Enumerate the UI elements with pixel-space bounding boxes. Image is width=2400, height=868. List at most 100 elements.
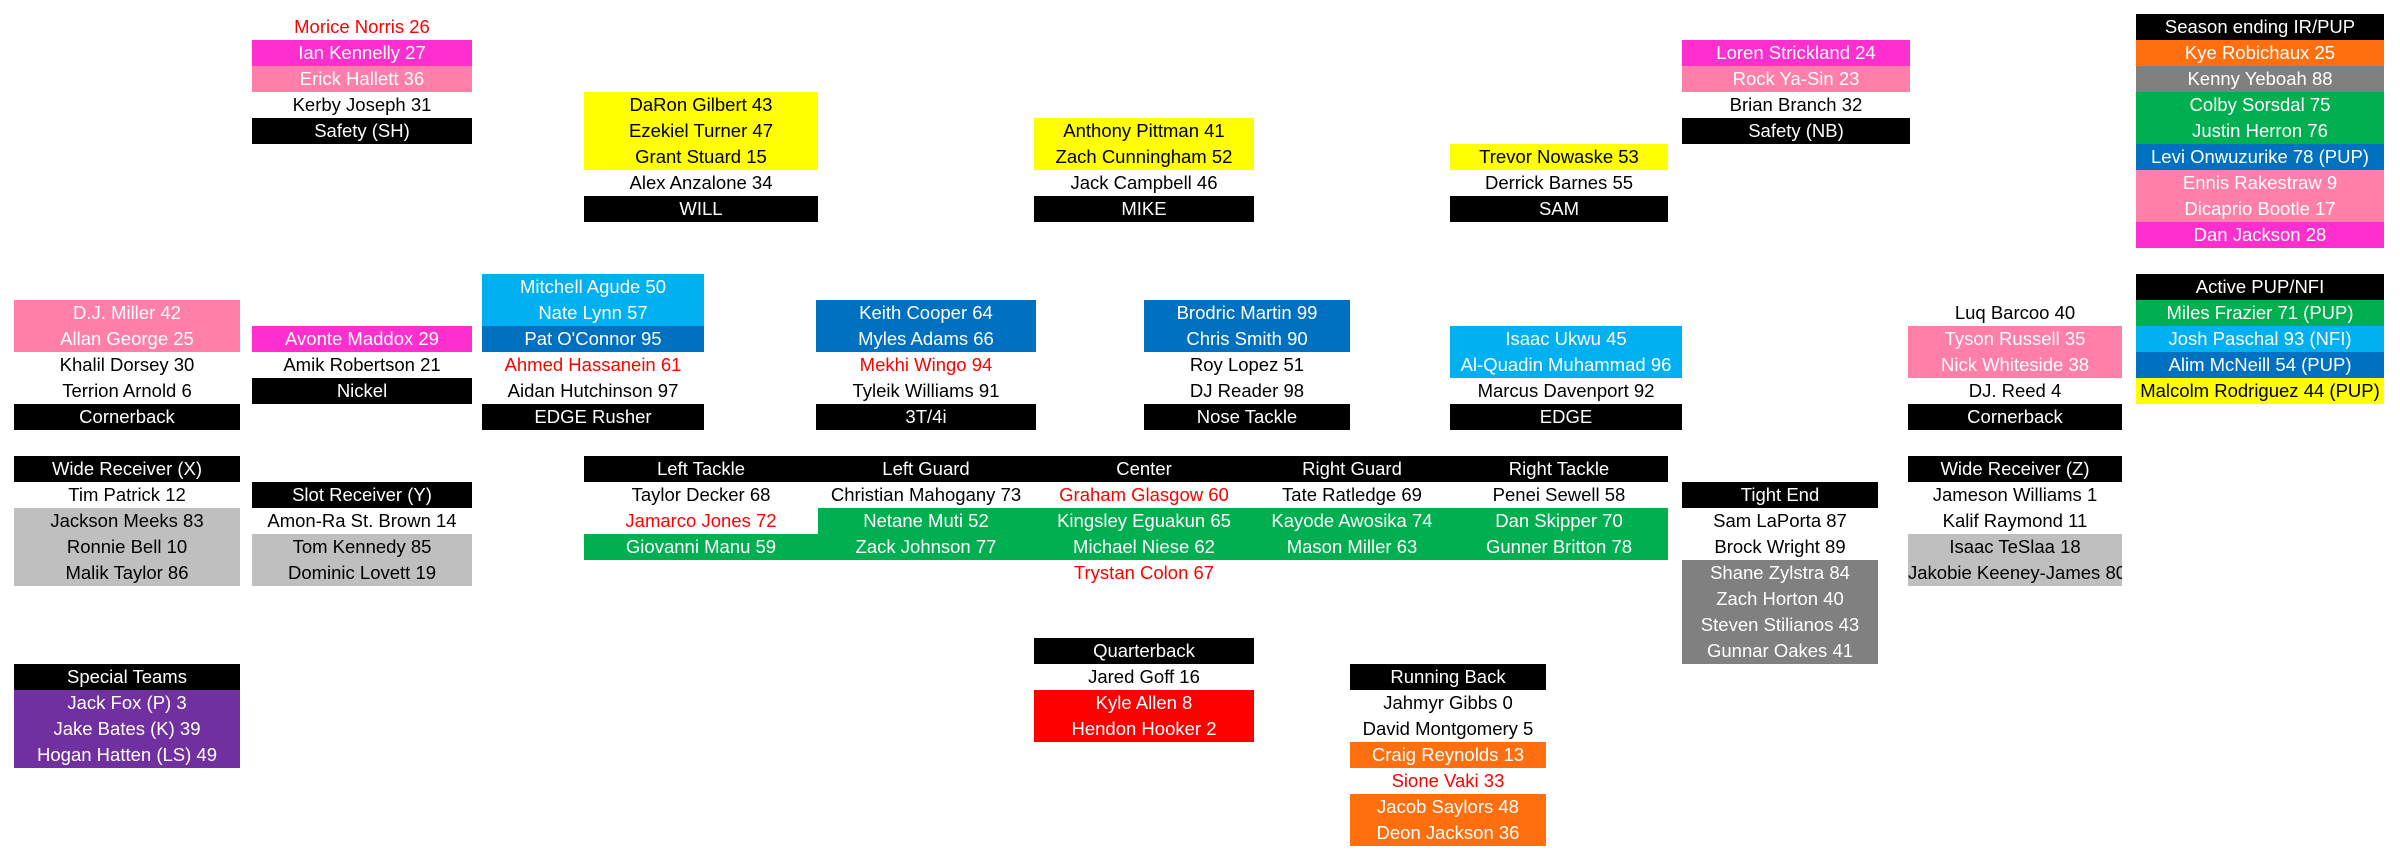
position-header: Cornerback: [14, 404, 240, 430]
player-cell: Ronnie Bell 10: [14, 534, 240, 560]
will-group: DaRon Gilbert 43 Ezekiel Turner 47 Grant…: [584, 92, 818, 222]
player-cell: Jamarco Jones 72: [584, 508, 818, 534]
player-cell: Avonte Maddox 29: [252, 326, 472, 352]
player-cell: Mekhi Wingo 94: [816, 352, 1036, 378]
left-guard-group: Left Guard Christian Mahogany 73 Netane …: [818, 456, 1034, 560]
sam-group: Trevor Nowaske 53 Derrick Barnes 55 SAM: [1450, 144, 1668, 222]
player-cell: Shane Zylstra 84: [1682, 560, 1878, 586]
player-cell: Jack Fox (P) 3: [14, 690, 240, 716]
player-cell: Jack Campbell 46: [1034, 170, 1254, 196]
position-header: Season ending IR/PUP: [2136, 14, 2384, 40]
player-cell: Mason Miller 63: [1254, 534, 1450, 560]
player-cell: Miles Frazier 71 (PUP): [2136, 300, 2384, 326]
player-cell: Alex Anzalone 34: [584, 170, 818, 196]
player-cell: Jake Bates (K) 39: [14, 716, 240, 742]
position-header: Safety (NB): [1682, 118, 1910, 144]
wr-z-group: Wide Receiver (Z) Jameson Williams 1 Kal…: [1908, 456, 2122, 586]
player-cell: Tate Ratledge 69: [1254, 482, 1450, 508]
player-cell: Malcolm Rodriguez 44 (PUP): [2136, 378, 2384, 404]
player-cell: Zach Horton 40: [1682, 586, 1878, 612]
player-cell: Amik Robertson 21: [252, 352, 472, 378]
position-header: Right Guard: [1254, 456, 1450, 482]
player-cell: Tyson Russell 35: [1908, 326, 2122, 352]
position-header: Wide Receiver (X): [14, 456, 240, 482]
position-header: EDGE: [1450, 404, 1682, 430]
player-cell: Pat O'Connor 95: [482, 326, 704, 352]
edge-rusher-group: Mitchell Agude 50 Nate Lynn 57 Pat O'Con…: [482, 274, 704, 430]
player-cell: Myles Adams 66: [816, 326, 1036, 352]
safety-sh-group: Morice Norris 26 Ian Kennelly 27 Erick H…: [252, 14, 472, 144]
player-cell: Tom Kennedy 85: [252, 534, 472, 560]
player-cell: Ahmed Hassanein 61: [482, 352, 704, 378]
player-cell: Netane Muti 52: [818, 508, 1034, 534]
player-cell: Terrion Arnold 6: [14, 378, 240, 404]
position-header: Cornerback: [1908, 404, 2122, 430]
player-cell: Dan Skipper 70: [1450, 508, 1668, 534]
player-cell: Al-Quadin Muhammad 96: [1450, 352, 1682, 378]
position-header: Wide Receiver (Z): [1908, 456, 2122, 482]
player-cell: Kye Robichaux 25: [2136, 40, 2384, 66]
player-cell: DJ. Reed 4: [1908, 378, 2122, 404]
position-header: Tight End: [1682, 482, 1878, 508]
player-cell: Jacob Saylors 48: [1350, 794, 1546, 820]
position-header: Left Guard: [818, 456, 1034, 482]
player-cell: Colby Sorsdal 75: [2136, 92, 2384, 118]
position-header: MIKE: [1034, 196, 1254, 222]
player-cell: Ezekiel Turner 47: [584, 118, 818, 144]
player-cell: David Montgomery 5: [1350, 716, 1546, 742]
quarterback-group: Quarterback Jared Goff 16 Kyle Allen 8 H…: [1034, 638, 1254, 742]
player-cell: Jameson Williams 1: [1908, 482, 2122, 508]
position-header: Slot Receiver (Y): [252, 482, 472, 508]
player-cell: Ennis Rakestraw 9: [2136, 170, 2384, 196]
player-cell: Sione Vaki 33: [1350, 768, 1546, 794]
player-cell: Kerby Joseph 31: [252, 92, 472, 118]
position-header: SAM: [1450, 196, 1668, 222]
position-header: EDGE Rusher: [482, 404, 704, 430]
player-cell: Brian Branch 32: [1682, 92, 1910, 118]
special-teams-group: Special Teams Jack Fox (P) 3 Jake Bates …: [14, 664, 240, 768]
player-cell: Kalif Raymond 11: [1908, 508, 2122, 534]
wr-x-group: Wide Receiver (X) Tim Patrick 12 Jackson…: [14, 456, 240, 586]
player-cell: Deon Jackson 36: [1350, 820, 1546, 846]
player-cell: Trystan Colon 67: [1034, 560, 1254, 586]
player-cell: Brock Wright 89: [1682, 534, 1878, 560]
player-cell: Brodric Martin 99: [1144, 300, 1350, 326]
active-pup-group: Active PUP/NFI Miles Frazier 71 (PUP) Jo…: [2136, 274, 2384, 404]
position-header: Running Back: [1350, 664, 1546, 690]
center-group: Center Graham Glasgow 60 Kingsley Eguaku…: [1034, 456, 1254, 586]
nose-tackle-group: Brodric Martin 99 Chris Smith 90 Roy Lop…: [1144, 300, 1350, 430]
tight-end-group: Tight End Sam LaPorta 87 Brock Wright 89…: [1682, 482, 1878, 664]
player-cell: Jahmyr Gibbs 0: [1350, 690, 1546, 716]
player-cell: Dicaprio Bootle 17: [2136, 196, 2384, 222]
nickel-group: Avonte Maddox 29 Amik Robertson 21 Nicke…: [252, 326, 472, 404]
player-cell: Michael Niese 62: [1034, 534, 1254, 560]
left-tackle-group: Left Tackle Taylor Decker 68 Jamarco Jon…: [584, 456, 818, 560]
player-cell: Nick Whiteside 38: [1908, 352, 2122, 378]
player-cell: Justin Herron 76: [2136, 118, 2384, 144]
position-header: Active PUP/NFI: [2136, 274, 2384, 300]
player-cell: Jackson Meeks 83: [14, 508, 240, 534]
cornerback-right-group: Luq Barcoo 40 Tyson Russell 35 Nick Whit…: [1908, 300, 2122, 430]
player-cell: Marcus Davenport 92: [1450, 378, 1682, 404]
right-tackle-group: Right Tackle Penei Sewell 58 Dan Skipper…: [1450, 456, 1668, 560]
player-cell: Anthony Pittman 41: [1034, 118, 1254, 144]
right-guard-group: Right Guard Tate Ratledge 69 Kayode Awos…: [1254, 456, 1450, 560]
player-cell: D.J. Miller 42: [14, 300, 240, 326]
player-cell: DaRon Gilbert 43: [584, 92, 818, 118]
player-cell: Zach Cunningham 52: [1034, 144, 1254, 170]
player-cell: Zack Johnson 77: [818, 534, 1034, 560]
player-cell: Levi Onwuzurike 78 (PUP): [2136, 144, 2384, 170]
position-header: Right Tackle: [1450, 456, 1668, 482]
position-header: Safety (SH): [252, 118, 472, 144]
cornerback-left-group: D.J. Miller 42 Allan George 25 Khalil Do…: [14, 300, 240, 430]
player-cell: Kenny Yeboah 88: [2136, 66, 2384, 92]
player-cell: Gunnar Oakes 41: [1682, 638, 1878, 664]
safety-nb-group: Loren Strickland 24 Rock Ya-Sin 23 Brian…: [1682, 40, 1910, 144]
player-cell: Morice Norris 26: [252, 14, 472, 40]
player-cell: Roy Lopez 51: [1144, 352, 1350, 378]
edge-group: Isaac Ukwu 45 Al-Quadin Muhammad 96 Marc…: [1450, 326, 1682, 430]
player-cell: Isaac Ukwu 45: [1450, 326, 1682, 352]
player-cell: Ian Kennelly 27: [252, 40, 472, 66]
position-header: Nose Tackle: [1144, 404, 1350, 430]
player-cell: Isaac TeSlaa 18: [1908, 534, 2122, 560]
